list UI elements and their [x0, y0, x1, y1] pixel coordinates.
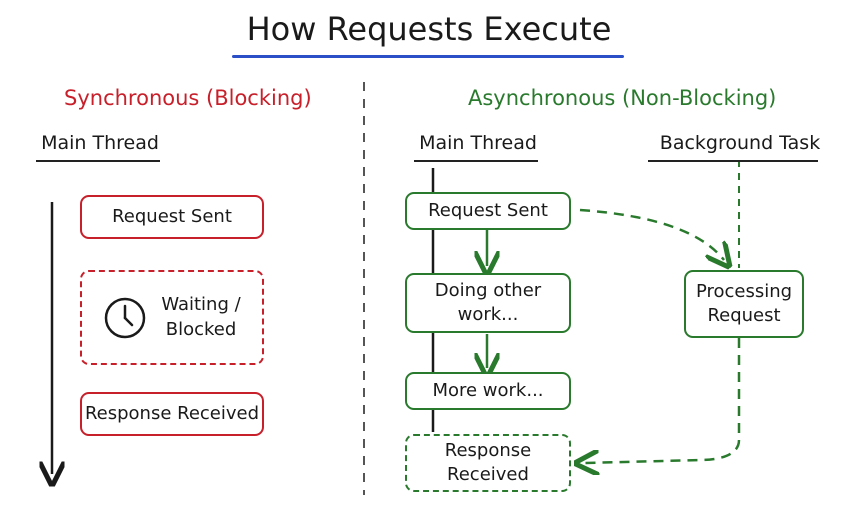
return-arrow: [584, 338, 741, 463]
async-request-sent-label: Request Sent: [428, 199, 548, 221]
background-column-underline: [648, 160, 818, 162]
async-response-received-box: Response Received: [405, 434, 571, 492]
title-underline: [232, 55, 624, 58]
sync-waiting-label: Waiting / Blocked: [161, 294, 241, 340]
async-request-sent-box: Request Sent: [405, 192, 571, 230]
async-response-received-label: Response Received: [444, 439, 532, 485]
async-heading: Asynchronous (Non-Blocking): [468, 86, 777, 110]
sync-heading: Synchronous (Blocking): [64, 86, 312, 110]
async-main-column-underline: [414, 160, 538, 162]
async-main-thread-label: Main Thread: [419, 132, 537, 154]
sync-main-thread-label: Main Thread: [41, 132, 159, 154]
sync-column-underline: [36, 160, 160, 162]
async-doing-other-work-box: Doing other work...: [405, 273, 571, 333]
sync-response-received-label: Response Received: [84, 402, 260, 424]
processing-request-label: Processing Request: [695, 280, 793, 326]
processing-request-box: Processing Request: [684, 270, 804, 338]
page-title: How Requests Execute: [246, 10, 612, 48]
clock-icon: [103, 296, 147, 340]
async-more-work-label: More work...: [432, 379, 544, 401]
sync-request-sent-box: Request Sent: [80, 195, 264, 239]
sync-waiting-box: Waiting / Blocked: [80, 270, 264, 365]
sync-response-received-box: Response Received: [80, 392, 264, 436]
sync-request-sent-label: Request Sent: [112, 205, 232, 227]
async-more-work-box: More work...: [405, 372, 571, 410]
async-doing-other-work-label: Doing other work...: [434, 279, 542, 325]
dispatch-arrow: [579, 208, 724, 260]
background-task-label: Background Task: [659, 132, 821, 154]
